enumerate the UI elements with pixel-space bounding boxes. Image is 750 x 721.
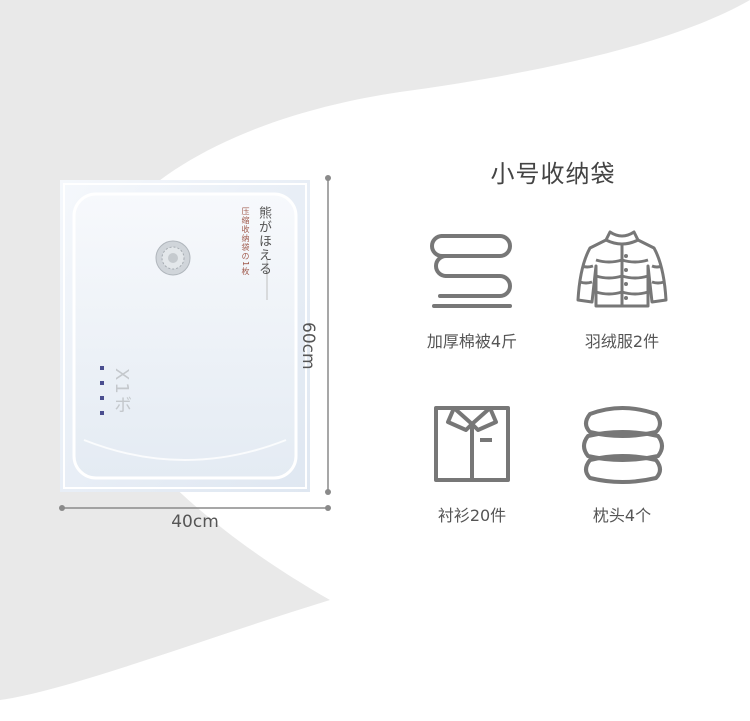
page-title: 小号收纳袋 bbox=[490, 160, 616, 188]
shirt-icon bbox=[434, 406, 510, 482]
valve-icon bbox=[155, 240, 191, 276]
down-jacket-icon bbox=[576, 230, 668, 308]
item-label: 羽绒服2件 bbox=[584, 332, 660, 351]
item-quilt: 加厚棉被4斤 bbox=[397, 226, 547, 352]
item-shirt: 衬衫20件 bbox=[397, 400, 547, 526]
vacuum-bag-illustration bbox=[60, 180, 310, 492]
pillow-stack-icon bbox=[582, 406, 664, 484]
folded-quilt-icon bbox=[430, 234, 512, 308]
item-label: 枕头4个 bbox=[592, 506, 652, 525]
item-label: 加厚棉被4斤 bbox=[426, 332, 518, 351]
bag-brand: 熊がほえる bbox=[256, 206, 271, 276]
item-label: 衬衫20件 bbox=[437, 506, 507, 525]
height-label: 60cm bbox=[298, 322, 318, 370]
item-pillow: 枕头4个 bbox=[547, 400, 697, 526]
bag-subtitle: 压缩收纳袋の1枚 bbox=[241, 207, 250, 277]
item-jacket: 羽绒服2件 bbox=[547, 226, 697, 352]
bag-side-text: X1ボ bbox=[111, 368, 132, 416]
width-label: 40cm bbox=[171, 512, 219, 532]
